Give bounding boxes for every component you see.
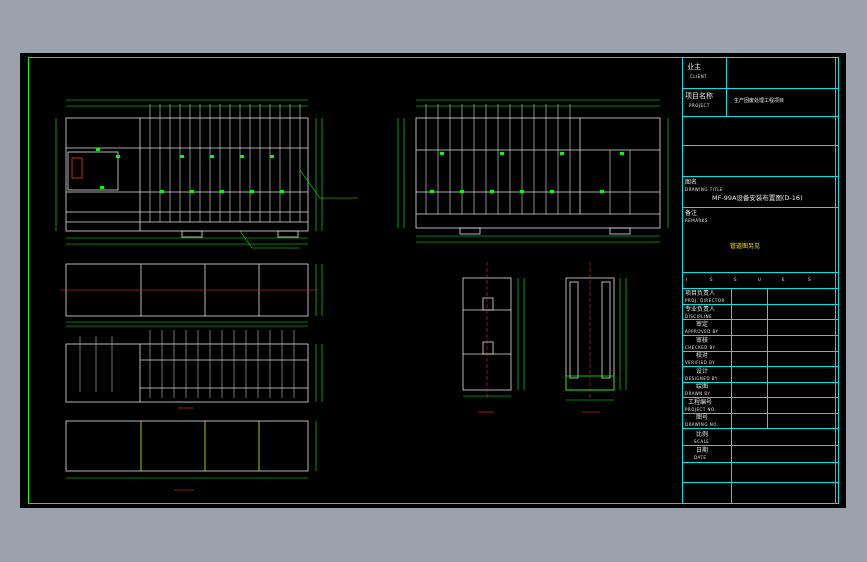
signature-sub: DESIGNED BY xyxy=(685,376,718,381)
section-view-a-dims xyxy=(463,278,525,413)
plan-view-1-dims xyxy=(66,264,323,323)
stage-cell: S xyxy=(734,277,738,282)
signature-label: 审核 xyxy=(696,337,709,344)
elevation-view-left xyxy=(65,117,309,238)
drawing-sheet xyxy=(20,53,846,508)
signature-label: 日期 xyxy=(696,447,709,454)
plan-view-3 xyxy=(65,420,309,472)
signature-label: 比例 xyxy=(696,431,709,438)
title-block: 业主 CLIENT 项目名称 PROJECT 生产固废处理工程项目 图名 DRA… xyxy=(682,57,839,504)
signature-label: 校对 xyxy=(696,352,709,359)
signature-sub: CHECKED BY xyxy=(685,345,716,350)
elevation-view-left-valves xyxy=(96,148,284,193)
signature-sub: APPROVED BY xyxy=(685,329,719,334)
elevation-view-right-dims xyxy=(397,99,669,243)
drawing-title-sub: DRAWING TITLE xyxy=(685,187,724,192)
stage-cell: E xyxy=(782,277,786,282)
notes-label: 备注 xyxy=(685,210,698,217)
signature-label: 项目负责人 xyxy=(685,290,716,297)
plan-view-2-dims xyxy=(66,325,323,409)
client-sub: CLIENT xyxy=(690,74,708,79)
signature-label: 图号 xyxy=(696,414,709,421)
stage-cell: I xyxy=(686,277,688,282)
signature-label: 设计 xyxy=(696,368,709,375)
notes-sub: REMARKS xyxy=(685,218,708,223)
signature-sub: SCALE xyxy=(694,439,710,444)
title-block-right-border xyxy=(838,57,839,504)
signature-sub: PROJECT NO. xyxy=(685,407,717,412)
title-block-left-border xyxy=(682,57,683,504)
elevation-view-right xyxy=(415,117,661,235)
drawing-title-label: 图名 xyxy=(685,179,698,186)
stage-cell: S xyxy=(710,277,714,282)
section-view-b xyxy=(565,262,615,400)
section-view-b-dims xyxy=(566,278,627,413)
signature-sub: DATE xyxy=(694,455,707,460)
client-label: 业主 xyxy=(687,63,701,71)
signature-sub: DRAWN BY xyxy=(685,391,711,396)
title-block-top-border xyxy=(682,57,839,58)
notes-value: 管道图另见 xyxy=(730,243,761,250)
signature-sub: DRAWING NO. xyxy=(685,422,719,427)
signature-sub: VERIFIED BY xyxy=(685,360,716,365)
drawing-title-value: MF-99A设备安装布置图(D-16) xyxy=(712,194,803,202)
elevation-view-left-dims xyxy=(55,99,358,249)
signature-label: 绘图 xyxy=(696,383,709,390)
section-view-a xyxy=(462,262,512,398)
signature-sub: PROJ. DIRECTOR xyxy=(685,298,725,303)
signature-label: 审定 xyxy=(696,321,709,328)
plan-view-2-pipes xyxy=(79,330,295,398)
stage-cell: S xyxy=(808,277,812,282)
elevation-view-right-pipes xyxy=(425,104,631,214)
signature-label: 专业负责人 xyxy=(685,306,716,313)
elevation-view-left-pipes xyxy=(149,104,301,222)
drawing-frame xyxy=(28,57,836,504)
plan-view-3-dims xyxy=(66,421,317,491)
project-sub: PROJECT xyxy=(689,103,710,108)
project-value: 生产固废处理工程项目 xyxy=(734,98,785,104)
plan-view-2 xyxy=(65,343,309,403)
title-block-bottom-border xyxy=(682,503,839,504)
elevation-view-right-valves xyxy=(430,152,624,193)
plan-view-1 xyxy=(60,263,318,317)
project-label: 项目名称 xyxy=(685,92,713,100)
signature-sub: DISCIPLINE xyxy=(685,314,713,319)
stage-cell: U xyxy=(758,277,762,282)
signature-label: 工程编号 xyxy=(688,399,713,406)
sheet-area xyxy=(20,53,846,508)
